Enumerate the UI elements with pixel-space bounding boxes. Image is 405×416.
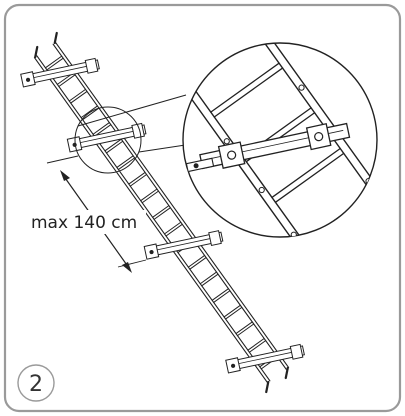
bracket-clamp: [84, 57, 99, 74]
roof-bracket: [20, 57, 100, 88]
ladder-rung: [187, 254, 206, 268]
ladder-rung: [248, 340, 267, 353]
bracket-edge: [74, 129, 142, 145]
ladder-rung: [165, 223, 183, 237]
bracket-bolt: [25, 77, 31, 82]
dimension-arrow: [46, 155, 147, 273]
ladder-rung: [199, 271, 218, 285]
roof-bracket: [143, 230, 224, 260]
magnified-clamp-bolt: [314, 132, 324, 142]
bracket-edge: [232, 350, 300, 366]
magnified-rung: [271, 147, 341, 199]
magnified-rivet: [223, 138, 230, 145]
dimension-label: max 140 cm: [31, 213, 137, 233]
magnified-rivet: [298, 84, 305, 91]
magnified-tab-hole: [193, 163, 199, 169]
ladder-rung: [105, 140, 124, 154]
magnified-bracket-tab: [185, 157, 215, 173]
ladder-rung: [70, 90, 88, 104]
ladder-rung: [104, 138, 122, 152]
ladder-rung: [80, 105, 98, 119]
ladder-rung: [213, 290, 231, 303]
step-badge: [17, 364, 55, 402]
bracket-clamp: [208, 230, 222, 247]
ladder-rung: [116, 155, 134, 168]
magnified-bracket: [185, 122, 351, 173]
ladder-top-hook: [53, 31, 58, 45]
ladder-rung: [236, 323, 255, 337]
ladder-rail: [36, 55, 271, 382]
bracket-edge: [27, 64, 95, 80]
ladder-rung: [129, 173, 148, 187]
ladder-rung: [46, 57, 64, 71]
ladder-rung: [225, 306, 243, 320]
ladder-rail: [55, 41, 290, 368]
bracket-bolt: [230, 363, 236, 368]
ladder-rung: [92, 122, 110, 135]
ladder-rail: [52, 43, 287, 370]
detail-leader-line: [77, 94, 187, 127]
magnified-clamp-bolt: [227, 150, 237, 160]
ladder-rung: [141, 190, 159, 204]
ladder-top-hook: [34, 45, 39, 59]
magnified-rail: [183, 43, 335, 237]
magnified-rung: [274, 152, 345, 203]
ladder-rung: [117, 157, 136, 171]
mounting-brackets: [20, 57, 305, 374]
ladder-rung: [247, 338, 265, 351]
magnified-rail: [221, 43, 377, 237]
detail-marker-circle: [74, 106, 142, 174]
ladder-rung: [235, 321, 253, 335]
magnified-rail: [228, 43, 377, 237]
magnified-rung: [213, 67, 284, 118]
ladder-rung: [223, 304, 241, 318]
roof-bracket: [225, 343, 305, 374]
ladder-rung: [153, 207, 171, 220]
ladder-rung: [164, 221, 182, 235]
step-number: 2: [29, 372, 43, 397]
ladder-foot: [265, 380, 270, 394]
ladder-rail: [33, 57, 268, 384]
ladder-rung: [201, 273, 219, 287]
ladder-rung: [152, 205, 170, 218]
roof-bracket: [66, 122, 147, 153]
ladder-rung: [44, 55, 63, 69]
magnified-rivet: [258, 186, 265, 194]
dimension-label-bg: [28, 210, 146, 234]
ladder-rung: [128, 171, 146, 185]
magnified-ladder-detail: [183, 43, 377, 237]
ladder-rung: [82, 107, 100, 121]
magnified-rung: [210, 62, 280, 113]
ladder-rung: [68, 88, 87, 102]
bracket-edge: [151, 236, 218, 252]
ladder-rung: [58, 74, 76, 87]
bracket-clamp: [289, 343, 304, 360]
ladder-rung: [211, 288, 229, 301]
ladder-illustration: [33, 31, 290, 394]
bracket-bolt: [149, 249, 154, 255]
ladder-foot: [284, 366, 289, 380]
ladder-rung: [189, 257, 207, 270]
ladder-rung: [94, 124, 112, 137]
ladder-rung: [140, 188, 158, 202]
